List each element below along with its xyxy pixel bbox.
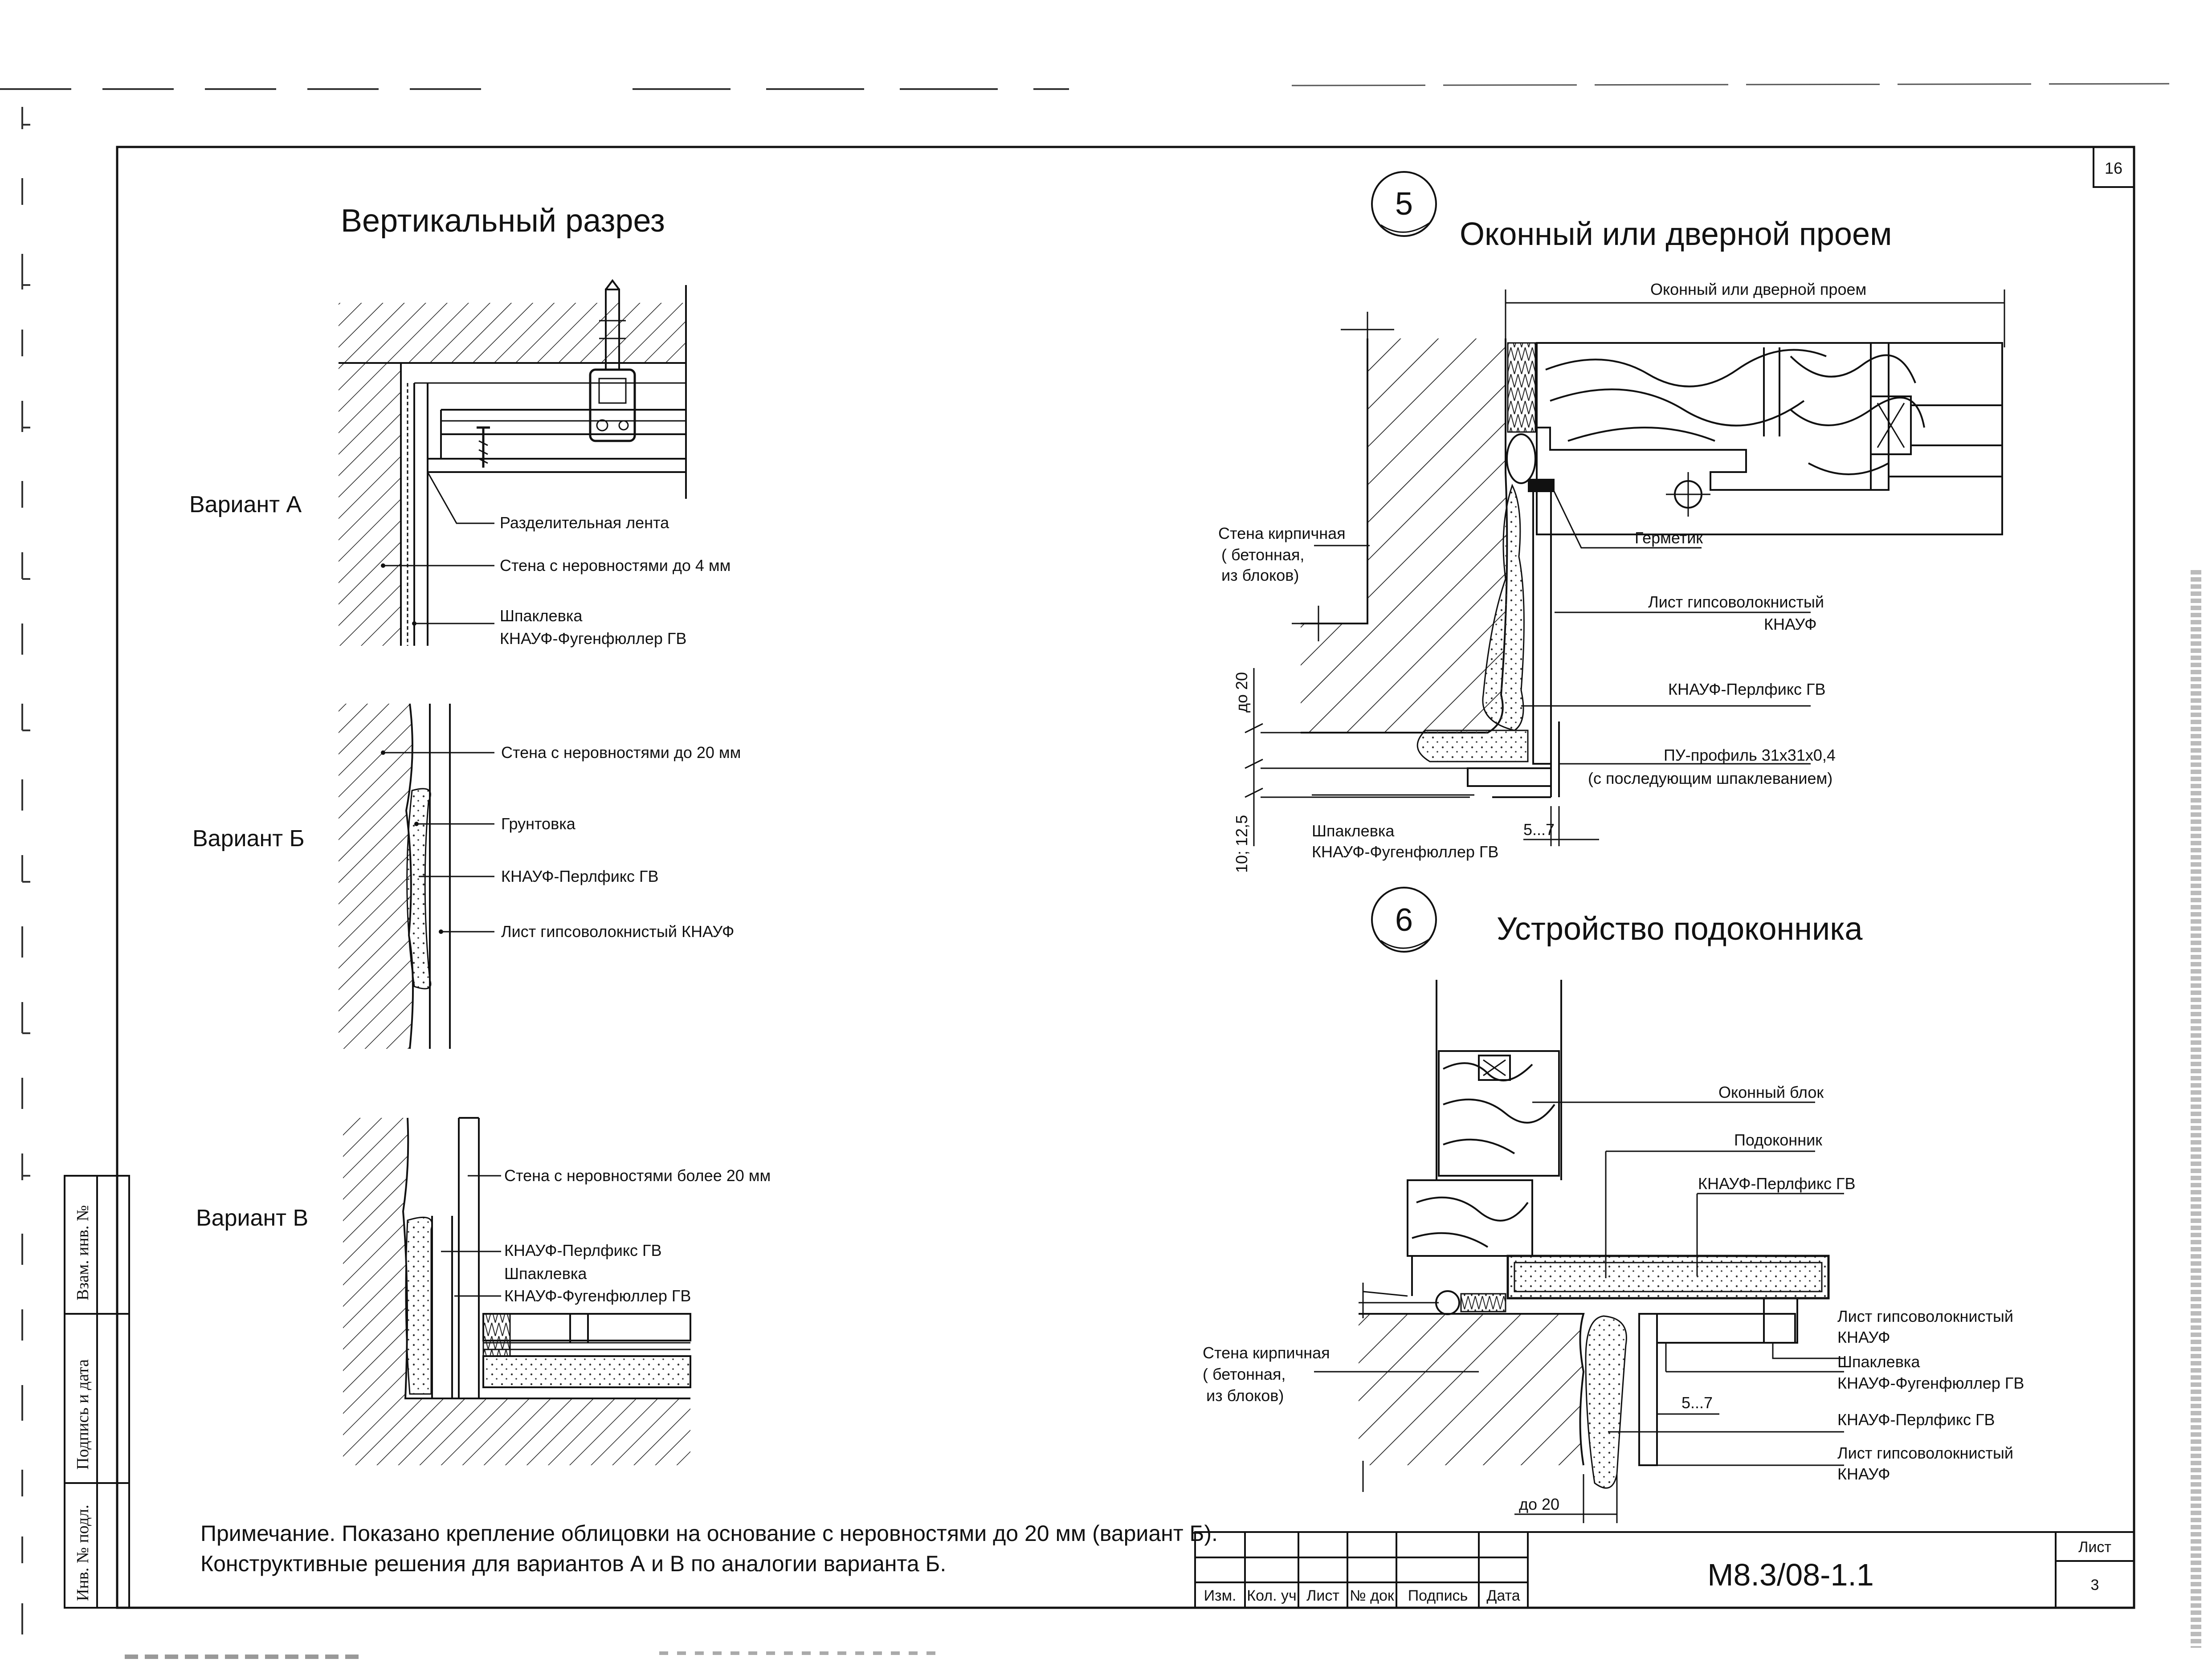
sheet-label: Лист bbox=[2078, 1539, 2111, 1556]
detail-5-wall-line2: ( бетонная, bbox=[1221, 546, 1304, 564]
detail-6-drawing bbox=[1314, 980, 1844, 1523]
detail-5-number: 5 bbox=[1395, 186, 1413, 222]
page-number-box: 16 bbox=[2093, 146, 2135, 188]
detail-5-drawing bbox=[1245, 289, 2005, 846]
variant-b-label-wall: Стена с неровностями до 20 мм bbox=[501, 743, 741, 762]
detail-6-sheet-line2: КНАУФ bbox=[1837, 1328, 1890, 1346]
detail-6-sheet-bottom-line2: КНАУФ bbox=[1837, 1465, 1890, 1483]
detail-5-sealant: Герметик bbox=[1635, 529, 1703, 547]
variant-v-name: Вариант В bbox=[196, 1205, 308, 1231]
sheet-number: 3 bbox=[2091, 1577, 2099, 1593]
detail-5-dim-gap: 5...7 bbox=[1523, 820, 1555, 839]
binding-marks bbox=[21, 107, 30, 1634]
stamp-sheet: Лист bbox=[1306, 1587, 1339, 1604]
detail-6-number: 6 bbox=[1395, 902, 1413, 938]
stamp-quantity: Кол. уч bbox=[1247, 1587, 1296, 1604]
variant-a-drawing bbox=[339, 279, 687, 646]
detail-5-wall-line3: из блоков) bbox=[1221, 566, 1299, 584]
detail-5-profile-line1: ПУ-профиль 31x31x0,4 bbox=[1664, 746, 1836, 764]
document-code: М8.3/08-1.1 bbox=[1707, 1557, 1874, 1592]
variant-v-label-putty: Шпаклевка bbox=[504, 1264, 587, 1283]
variant-b-label-primer: Грунтовка bbox=[501, 815, 576, 833]
detail-6-putty-line1: Шпаклевка bbox=[1837, 1353, 1920, 1371]
variant-v-drawing bbox=[343, 1117, 691, 1465]
section-title: Вертикальный разрез bbox=[341, 203, 665, 239]
detail-5-sheet-line1: Лист гипсоволокнистый bbox=[1648, 593, 1824, 611]
detail-6-upto20: до 20 bbox=[1519, 1495, 1559, 1513]
stamp-doc-number: № док bbox=[1350, 1587, 1395, 1604]
variant-a-label-fugenfuller: КНАУФ-Фугенфюллер ГВ bbox=[500, 629, 686, 648]
detail-5-wall-line1: Стена кирпичная bbox=[1218, 524, 1346, 542]
detail-6-window-block: Оконный блок bbox=[1718, 1083, 1824, 1101]
detail-5-dim-thickness: 10; 12,5 bbox=[1233, 815, 1251, 873]
detail-5-perlfix: КНАУФ-Перлфикс ГВ bbox=[1668, 680, 1826, 698]
stamp-date: Дата bbox=[1486, 1587, 1520, 1604]
sheet-frame bbox=[116, 146, 2135, 1609]
variant-b-label-sheet: Лист гипсоволокнистый КНАУФ bbox=[501, 922, 734, 941]
variant-a-label-wall: Стена с неровностями до 4 мм bbox=[500, 556, 731, 575]
side-stamp-replacement: Взам. инв. № bbox=[73, 1205, 92, 1300]
title-block bbox=[1194, 1531, 2135, 1609]
variant-b-label-perlfix: КНАУФ-Перлфикс ГВ bbox=[501, 867, 659, 885]
detail-5-dim-upto20: до 20 bbox=[1233, 672, 1251, 713]
detail-6-gap: 5...7 bbox=[1681, 1394, 1713, 1412]
variant-a-label-tape: Разделительная лента bbox=[500, 514, 669, 532]
detail-5-profile-line2: (с последующим шпаклеванием) bbox=[1588, 769, 1832, 787]
scan-artifacts bbox=[0, 83, 2201, 1659]
side-stamp-original: Инв. № подл. bbox=[73, 1504, 92, 1601]
page-number: 16 bbox=[2105, 159, 2122, 177]
variant-v-label-perlfix: КНАУФ-Перлфикс ГВ bbox=[504, 1241, 662, 1259]
detail-6-wall-line1: Стена кирпичная bbox=[1203, 1344, 1330, 1362]
detail-6-perlfix-bottom: КНАУФ-Перлфикс ГВ bbox=[1837, 1410, 1995, 1429]
detail-6-header bbox=[1371, 887, 1437, 953]
variant-v-label-wall: Стена с неровностями более 20 мм bbox=[504, 1166, 771, 1185]
detail-5-sheet-line2: КНАУФ bbox=[1764, 615, 1816, 633]
variant-v-label-fugenfuller: КНАУФ-Фугенфюллер ГВ bbox=[504, 1287, 691, 1305]
variant-a-name: Вариант А bbox=[189, 492, 302, 518]
side-stamp-signature: Подпись и дата bbox=[73, 1359, 92, 1470]
stamp-signature: Подпись bbox=[1408, 1587, 1468, 1604]
detail-6-putty-line2: КНАУФ-Фугенфюллер ГВ bbox=[1837, 1374, 2024, 1392]
detail-5-dim-opening: Оконный или дверной проем bbox=[1650, 280, 1866, 298]
detail-5-putty-line2: КНАУФ-Фугенфюллер ГВ bbox=[1312, 843, 1498, 861]
variant-a-label-putty: Шпаклевка bbox=[500, 607, 583, 625]
detail-5-title: Оконный или дверной проем bbox=[1460, 216, 1892, 252]
variant-b-name: Вариант Б bbox=[192, 826, 305, 852]
detail-6-wall-line3: из блоков) bbox=[1206, 1386, 1284, 1405]
detail-6-sheet-bottom-line1: Лист гипсоволокнистый bbox=[1837, 1444, 2013, 1462]
detail-5-header bbox=[1371, 171, 1437, 237]
detail-6-wall-line2: ( бетонная, bbox=[1203, 1365, 1286, 1383]
side-stamp: Взам. инв. № Подпись и дата Инв. № подл. bbox=[64, 1175, 130, 1609]
variant-b-drawing bbox=[339, 703, 494, 1049]
detail-5-putty-line1: Шпаклевка bbox=[1312, 822, 1395, 840]
note-line2: Конструктивные решения для вариантов А и… bbox=[200, 1551, 946, 1576]
detail-6-sill: Подоконник bbox=[1734, 1131, 1822, 1149]
detail-6-sheet-line1: Лист гипсоволокнистый bbox=[1837, 1307, 2013, 1325]
detail-6-title: Устройство подоконника bbox=[1497, 911, 1863, 947]
title-block-text: Изм. Кол. уч Лист № док Подпись Дата М8.… bbox=[1204, 1539, 2111, 1604]
detail-6-perlfix-top: КНАУФ-Перлфикс ГВ bbox=[1698, 1174, 1856, 1193]
note-line1: Примечание. Показано крепление облицовки… bbox=[200, 1521, 1218, 1546]
stamp-change: Изм. bbox=[1204, 1587, 1237, 1604]
